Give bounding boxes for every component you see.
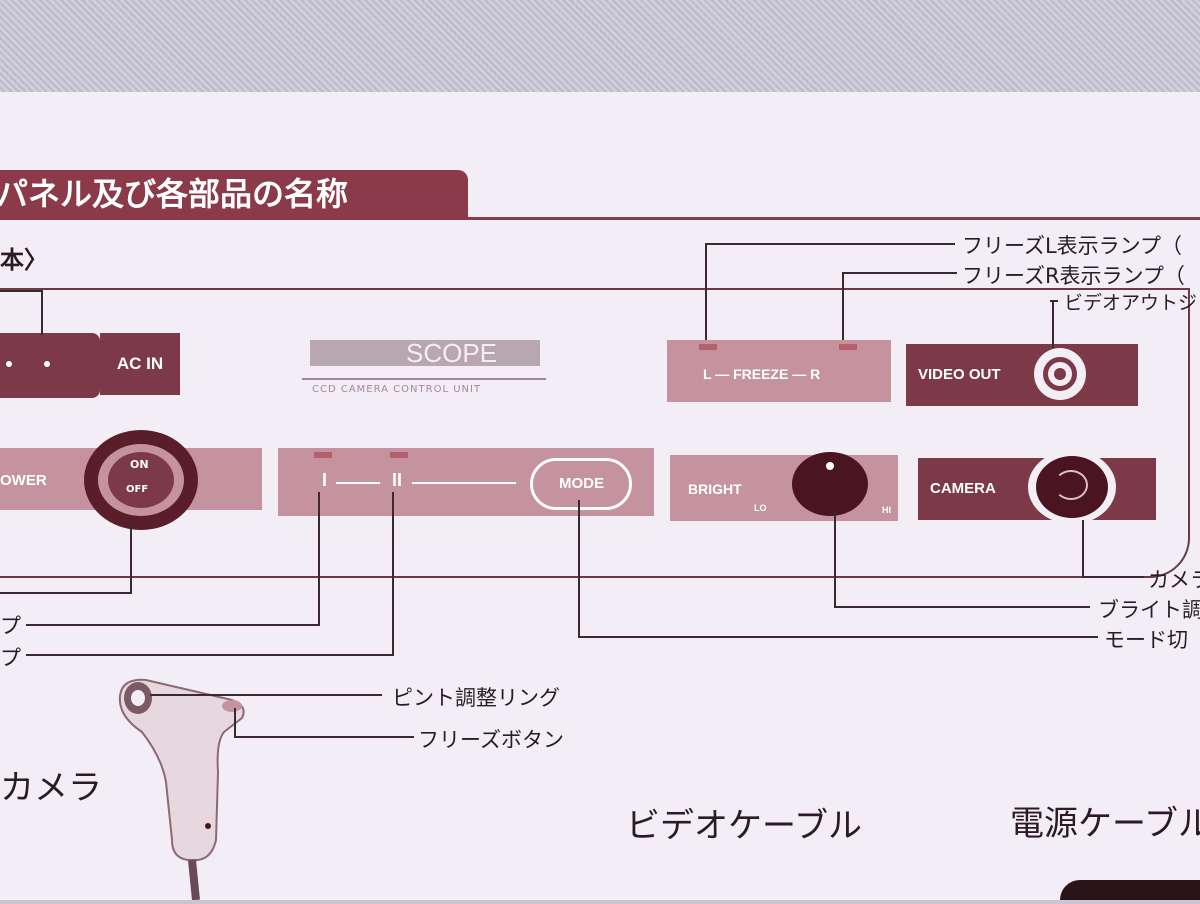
power-label: POWER [0,472,47,489]
callout-freeze-button: フリーズボタン [418,728,564,752]
leader-line [26,654,394,656]
callout-freeze-r: フリーズR表示ランプ（ [962,264,1185,288]
callout-video-out: ビデオアウトジ [1064,292,1198,314]
leader-line [834,606,1090,608]
item-power-cable: 電源ケーブル [1010,804,1200,844]
leader-line [0,592,132,594]
front-panel-outline [0,288,1190,578]
logo-text: SCOPE [406,338,498,368]
channel-dash [336,482,380,484]
camera-socket-icon[interactable] [1028,450,1116,524]
mode-label: MODE [559,475,604,492]
callout-freeze-l: フリーズL表示ランプ（ [962,234,1183,258]
leader-line [705,243,707,340]
callout-mode: モード切 [1104,628,1188,652]
off-label: OFF [126,484,149,495]
item-video-cable: ビデオケーブル [626,806,862,846]
hi-label: HI [882,505,891,515]
logo-underline [302,378,546,380]
channel-dash [412,482,516,484]
leader-line [1050,300,1058,302]
leader-line [842,272,844,340]
leader-line [392,492,394,656]
bright-label: BRIGHT [688,481,742,497]
callout-focus-ring: ピント調整リング [392,686,560,710]
ac-in-label: AC IN [100,333,180,395]
channel-2-label: II [392,470,403,490]
video-out-panel: VIDEO OUT [906,344,1138,406]
mode-button[interactable]: MODE [530,458,632,510]
leader-line [1082,576,1144,578]
jack-center-icon [1054,368,1066,380]
section-heading: パネル及び各部品の名称 [0,170,468,218]
power-switch-knob [108,452,174,508]
leader-line [578,636,1098,638]
leader-line [1082,520,1084,578]
table-surface [0,0,1200,110]
bright-knob[interactable] [792,452,868,516]
jack-ring-icon [1043,357,1077,391]
channel-2-lamp [390,452,408,458]
leader-line [318,492,320,626]
leader-line [0,290,42,292]
video-out-label: VIDEO OUT [918,366,1001,383]
lo-label: LO [754,503,767,513]
item-camera: カメラ [0,768,102,808]
mode-panel: I II MODE [278,448,654,516]
knob-indicator-icon [826,462,834,470]
scope-logo: SCOPE [310,338,540,370]
video-out-jack-icon[interactable] [1034,348,1086,400]
channel-1-label: I [322,470,328,490]
power-switch[interactable]: ON OFF [84,430,198,530]
leader-line [234,708,236,738]
leader-line [705,243,955,245]
camera-panel: CAMERA [918,450,1156,524]
freeze-r-lamp [839,344,857,350]
freeze-panel: L — FREEZE — R [667,340,891,402]
logo-subtitle: CCD CAMERA CONTROL UNIT [312,384,482,395]
leader-line [1052,300,1054,348]
camera-drawing [118,678,245,901]
camera-label: CAMERA [930,480,996,497]
leader-line [41,290,43,335]
leader-line [130,522,132,594]
on-label: ON [130,458,149,471]
leader-line [26,624,320,626]
callout-lamp-2: プ [0,646,21,670]
heading-rule [0,217,1200,220]
leader-line [834,512,836,608]
leader-line [578,500,580,638]
socket-arc-icon [1054,470,1088,500]
callout-bright: ブライト調 [1098,598,1200,622]
leader-line [150,694,382,696]
leader-line [842,272,957,274]
freeze-l-lamp [699,344,717,350]
logo-bar [310,340,540,366]
power-cable-image [1060,880,1200,900]
ac-socket-block [0,333,100,398]
callout-lamp-1: プ [0,614,21,638]
socket-pin-icon [44,361,50,367]
freeze-label: L — FREEZE — R [703,366,821,382]
channel-1-lamp [314,452,332,458]
callout-camera: カメラ [1148,568,1200,592]
subheading: 本〉 [0,246,48,274]
leader-line [234,736,414,738]
socket-pin-icon [6,361,12,367]
handheld-camera [112,672,252,901]
